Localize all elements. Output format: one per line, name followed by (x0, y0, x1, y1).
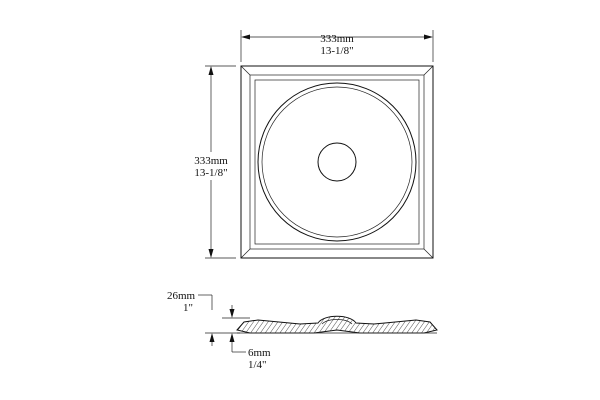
bevel-corner-bl (240, 248, 251, 259)
profile-section (236, 315, 438, 334)
outer-frame (240, 65, 434, 259)
height-in-label: 13-1/8" (194, 167, 227, 179)
height-dimension: 333mm 13-1/8" (194, 65, 236, 259)
dome-line (321, 319, 353, 325)
edge-dimension: 6mm 1/4" (205, 332, 271, 371)
plan-view (240, 65, 434, 259)
profile-view (236, 315, 438, 334)
width-dimension: 333mm 13-1/8" (240, 30, 434, 62)
height-mm-label: 333mm (194, 155, 228, 167)
bevel-corner-br (423, 248, 434, 259)
width-mm-label: 333mm (320, 33, 354, 45)
center-hole (317, 142, 357, 182)
depth-in-label: 1" (183, 302, 193, 314)
width-in-label: 13-1/8" (320, 45, 353, 57)
depth-mm-label: 26mm (167, 290, 196, 302)
edge-in-label: 1/4" (248, 359, 267, 371)
depth-dimension: 26mm 1" (167, 290, 250, 319)
inner-ring (261, 86, 413, 238)
edge-mm-label: 6mm (248, 347, 271, 359)
outer-ring (257, 82, 417, 242)
bevel-corner-tl (240, 65, 251, 76)
bevel-frame (249, 74, 425, 250)
bevel-corner-tr (423, 65, 434, 76)
inner-panel (254, 79, 420, 245)
